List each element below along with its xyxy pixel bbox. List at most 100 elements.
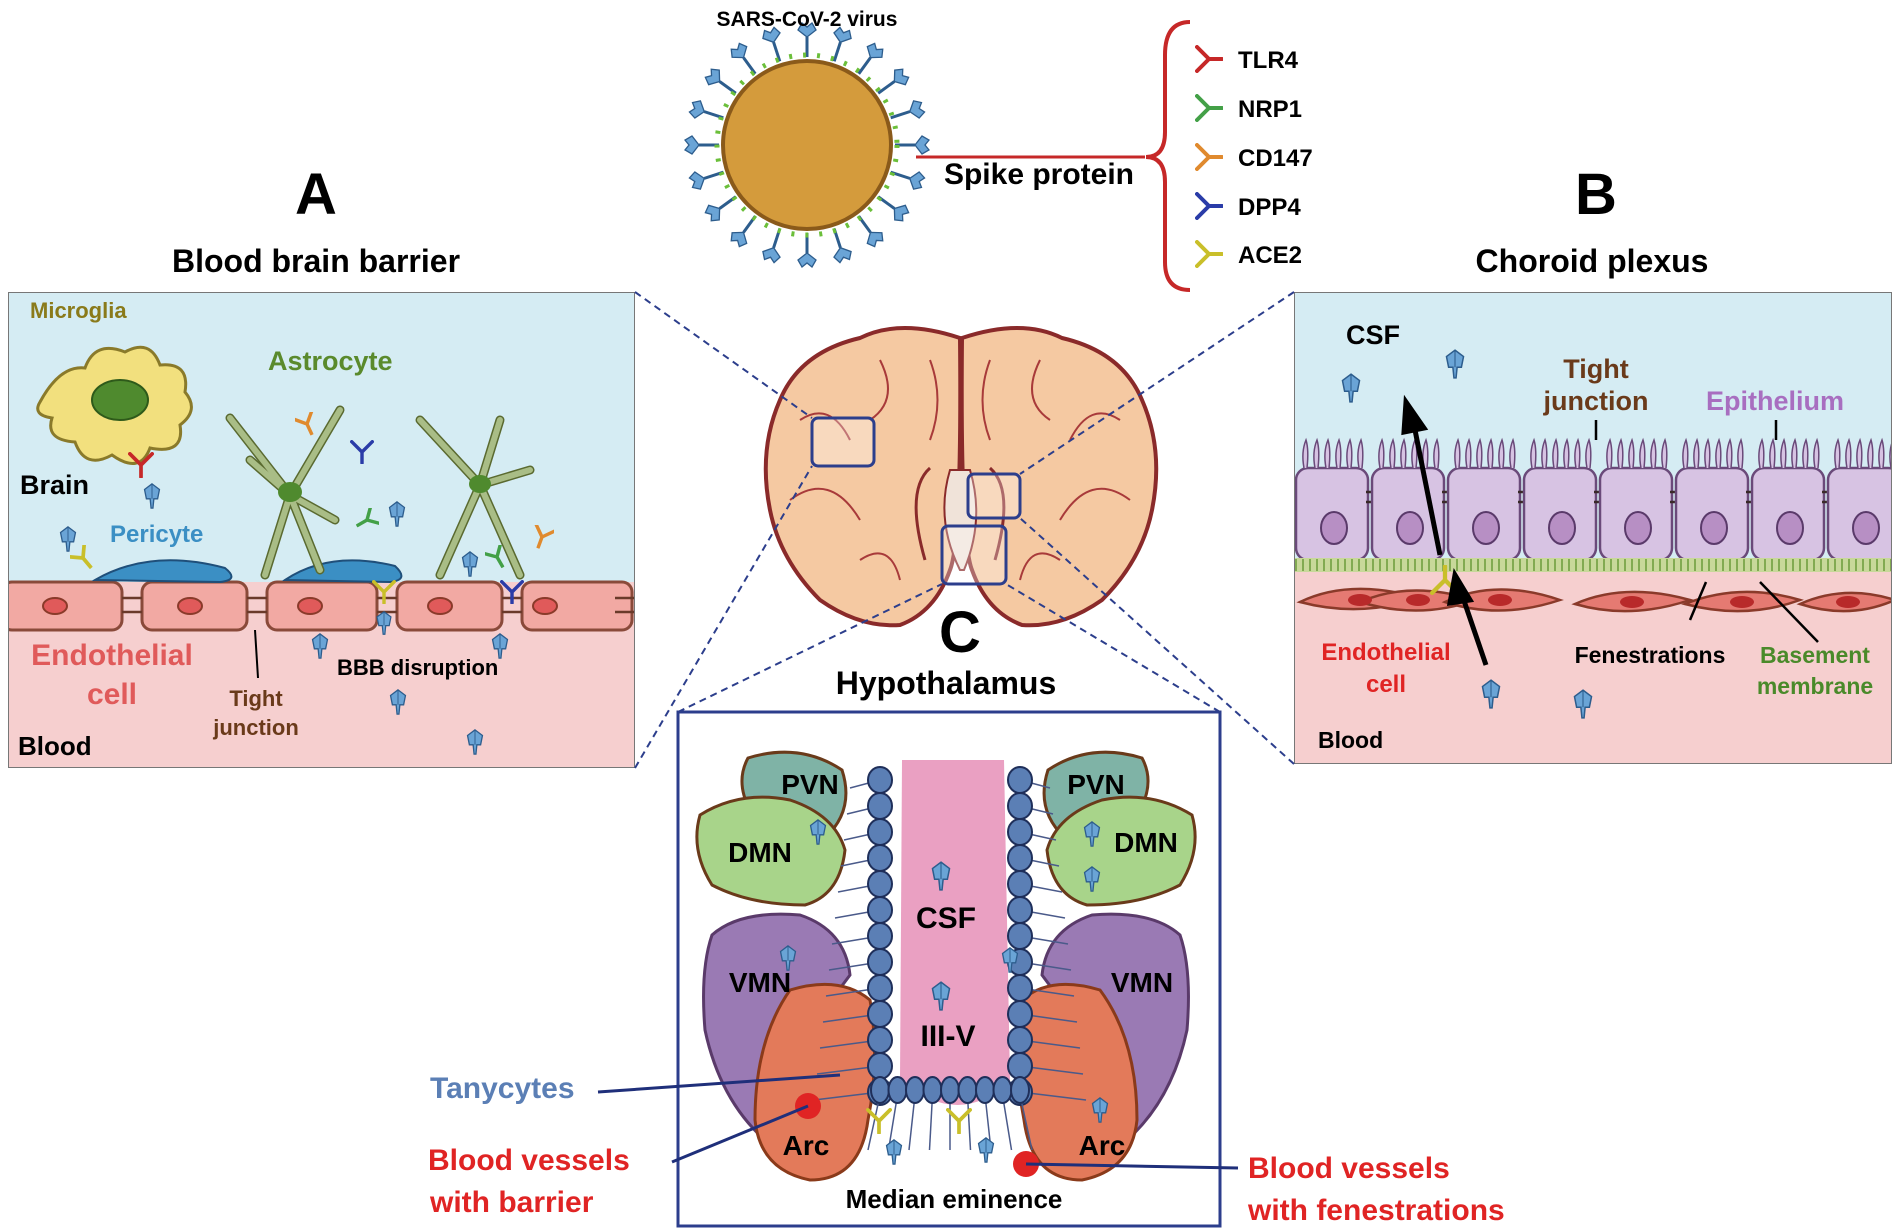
tanycyte-cell	[1007, 1026, 1033, 1054]
virus-spike	[908, 100, 926, 119]
brain-coronal-section	[763, 326, 1159, 628]
microglia-label: Microglia	[30, 298, 127, 323]
tanycyte-cell	[922, 1076, 943, 1104]
tanycyte-cell	[867, 766, 893, 794]
tanycyte-cell	[867, 974, 893, 1002]
sars-cov-2-virus-illustration	[684, 22, 930, 268]
median-eminence-label: Median eminence	[846, 1184, 1063, 1214]
tanycyte-cell	[867, 1026, 893, 1054]
third-ventricle	[900, 760, 1010, 1105]
epithelium-label: Epithelium	[1706, 386, 1844, 416]
dmn-left-region	[695, 795, 847, 907]
pericyte-label: Pericyte	[110, 521, 203, 548]
tanycyte-cell	[867, 1052, 893, 1080]
barrier-callout-line1: Blood vessels	[428, 1144, 630, 1177]
spike-protein-label: Spike protein	[944, 158, 1134, 191]
dmn-right-label: DMN	[1114, 827, 1178, 858]
endothelial-cell-label-line2: cell	[87, 678, 137, 711]
tanycyte-cell	[1007, 974, 1033, 1002]
tanycyte-cell	[1007, 818, 1033, 846]
tanycyte-cell	[992, 1076, 1013, 1104]
pericyte-cell-left	[91, 559, 233, 584]
virus-spike	[730, 231, 748, 248]
barrier-pointer	[671, 1104, 809, 1164]
zoom-connector-lines	[634, 291, 1295, 769]
virus-spike	[688, 171, 706, 190]
epithelium-row	[1294, 437, 1892, 562]
blood-label-a: Blood	[18, 731, 92, 761]
fenestrations-label: Fenestrations	[1575, 642, 1726, 668]
pericyte-cell-right	[281, 559, 403, 584]
tanycyte-cell	[1007, 1000, 1033, 1028]
tanycyte-cell	[1007, 1052, 1033, 1080]
panel-a-bbb-illustration	[8, 292, 635, 768]
barrier-callout-line2: with barrier	[429, 1186, 594, 1219]
virus-spike	[893, 68, 910, 86]
arc-right-label: Arc	[1079, 1130, 1126, 1161]
virus-spike	[688, 100, 706, 119]
fenestrations-callout-line1: Blood vessels	[1248, 1152, 1450, 1185]
panel-b-letter: B	[1575, 162, 1617, 227]
tanycyte-cell	[867, 792, 893, 820]
receptor-nrp1-label: NRP1	[1238, 96, 1302, 123]
tight-junction-label-line1: Tight	[229, 686, 283, 711]
dmn-right-region	[1045, 795, 1197, 907]
tanycyte-cell	[1007, 792, 1033, 820]
virus-spike	[893, 204, 910, 222]
receptor-tlr4-icon	[1197, 47, 1222, 71]
bbb-region-box	[810, 416, 876, 468]
receptor-legend: TLR4 NRP1 CD147 DPP4 ACE2	[1197, 47, 1313, 269]
tanycyte-cell	[867, 922, 893, 950]
panel-c-title: Hypothalamus	[836, 665, 1056, 701]
transport-arrows	[1401, 394, 1489, 666]
virus-spike	[762, 26, 781, 44]
receptor-cd147-icon	[1197, 145, 1222, 169]
pvn-left-label: PVN	[781, 769, 839, 800]
third-ventricle-label: III-V	[920, 1020, 975, 1053]
virus-spike	[914, 135, 930, 155]
receptor-ace2-icon	[1197, 242, 1222, 266]
arc-left-label: Arc	[783, 1130, 830, 1161]
bbb-disruption-label: BBB disruption	[337, 655, 498, 680]
csf-label-b: CSF	[1346, 320, 1400, 350]
tanycyte-columns	[813, 766, 1087, 1151]
virus-spike	[684, 135, 700, 155]
tanycytes-pointer	[597, 1073, 841, 1094]
choroid-tight-junction-line2: junction	[1543, 386, 1649, 416]
receptor-dpp4-icon	[1197, 194, 1222, 218]
tanycyte-cell	[1007, 922, 1033, 950]
choroid-tight-junction-line1: Tight	[1563, 354, 1628, 384]
tanycyte-cell	[887, 1076, 908, 1104]
tanycyte-cell	[867, 948, 893, 976]
tanycyte-cell	[1007, 896, 1033, 924]
tanycyte-cell	[867, 818, 893, 846]
virus-spike	[908, 171, 926, 190]
tanycyte-cell	[1007, 870, 1033, 898]
virus-spike	[866, 42, 884, 59]
panel-a-title: Blood brain barrier	[172, 243, 460, 279]
virus-spike	[762, 246, 781, 264]
virus-spike	[833, 246, 852, 264]
tight-junction-label-line2: junction	[212, 715, 299, 740]
tanycyte-cell	[867, 844, 893, 872]
tanycyte-cell	[870, 1076, 890, 1104]
tanycyte-cell	[867, 1000, 893, 1028]
blood-label-b: Blood	[1318, 727, 1383, 753]
virus-title: SARS-CoV-2 virus	[717, 8, 898, 31]
receptor-dpp4-label: DPP4	[1238, 194, 1301, 221]
tanycyte-cell	[1010, 1076, 1030, 1104]
receptor-tlr4-label: TLR4	[1238, 47, 1299, 74]
choroid-region-box	[966, 472, 1022, 520]
panel-b-title: Choroid plexus	[1476, 243, 1709, 279]
virus-spike	[730, 42, 748, 59]
tanycyte-cell	[905, 1076, 925, 1104]
receptor-nrp1-icon	[1197, 96, 1222, 120]
tanycyte-cell	[867, 896, 893, 924]
basement-membrane-line1: Basement	[1760, 642, 1870, 668]
panel-a-letter: A	[295, 162, 337, 227]
tanycytes-callout: Tanycytes	[430, 1072, 575, 1105]
basement-membrane-line2: membrane	[1757, 673, 1873, 699]
tanycyte-cell	[867, 870, 893, 898]
virus-spike	[797, 252, 817, 268]
hypothalamus-region-box	[940, 524, 1008, 586]
